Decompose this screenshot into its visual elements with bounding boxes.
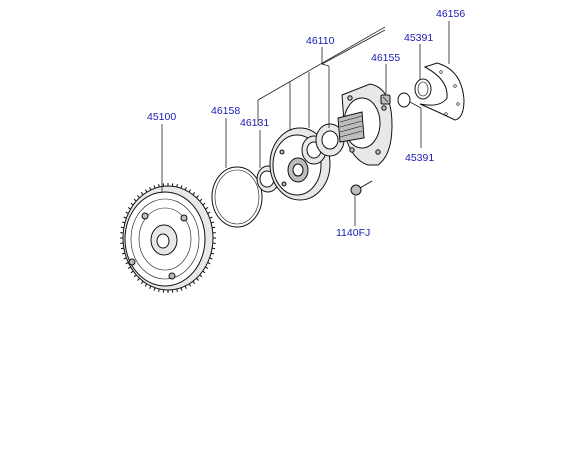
gear-tooth bbox=[123, 216, 127, 219]
gear-tooth bbox=[176, 288, 178, 293]
gear-tooth bbox=[149, 187, 152, 191]
label-1140FJ[interactable]: 1140FJ bbox=[336, 227, 370, 239]
gear-tooth bbox=[125, 211, 129, 214]
gear-tooth bbox=[199, 274, 203, 278]
gear-tooth bbox=[207, 262, 211, 265]
gear-tooth bbox=[192, 192, 196, 196]
label-45100[interactable]: 45100 bbox=[147, 111, 176, 123]
gear-tooth bbox=[210, 252, 215, 255]
gear-tooth bbox=[130, 270, 134, 274]
gear-tooth bbox=[196, 195, 199, 199]
gear-tooth bbox=[210, 221, 215, 224]
gear-tooth bbox=[125, 262, 129, 265]
gear-tooth bbox=[158, 288, 160, 293]
gasket-46156[interactable] bbox=[419, 62, 465, 121]
gear-tooth bbox=[121, 221, 126, 224]
gear-tooth bbox=[133, 198, 137, 202]
gear-tooth bbox=[144, 189, 148, 193]
pump-cover[interactable] bbox=[337, 83, 393, 166]
gear-tooth bbox=[207, 211, 211, 214]
gear-tooth bbox=[133, 274, 137, 278]
label-46155[interactable]: 46155 bbox=[371, 52, 400, 64]
o-ring-46158[interactable] bbox=[211, 166, 263, 228]
gear-tooth bbox=[123, 257, 127, 260]
gear-tooth bbox=[212, 226, 216, 229]
gear-tooth bbox=[144, 283, 148, 287]
torque-converter-45100[interactable] bbox=[120, 183, 216, 293]
leader-lines bbox=[161, 21, 450, 226]
gear-tooth bbox=[199, 198, 203, 202]
label-46131[interactable]: 46131 bbox=[240, 117, 269, 129]
gear-tooth bbox=[127, 206, 131, 210]
gear-tooth bbox=[127, 266, 131, 270]
gear-tooth bbox=[137, 195, 140, 199]
o-ring-45391-small[interactable] bbox=[397, 92, 411, 108]
ring-gear-teeth bbox=[120, 183, 216, 293]
gear-tooth bbox=[188, 283, 192, 287]
gear-tooth bbox=[120, 226, 124, 229]
gear-tooth bbox=[184, 187, 187, 191]
o-ring-45391-large[interactable] bbox=[414, 78, 432, 100]
gear-tooth bbox=[176, 183, 178, 188]
gear-tooth bbox=[188, 189, 192, 193]
gear-tooth bbox=[130, 202, 134, 206]
gear-tooth bbox=[180, 287, 183, 291]
plug-46155[interactable] bbox=[380, 94, 391, 105]
gear-tooth bbox=[153, 287, 156, 291]
gear-tooth bbox=[180, 185, 183, 189]
gear-tooth bbox=[121, 252, 126, 255]
gear-tooth bbox=[205, 266, 209, 270]
label-46156[interactable]: 46156 bbox=[436, 8, 465, 20]
gear-tooth bbox=[196, 277, 199, 281]
gear-tooth bbox=[209, 257, 213, 260]
part-labels: 45100 46158 46131 46110 46155 45391 4539… bbox=[147, 8, 465, 239]
label-45391-bottom[interactable]: 45391 bbox=[405, 152, 434, 164]
bolt-1140FJ[interactable] bbox=[350, 180, 373, 196]
gear-tooth bbox=[184, 285, 187, 289]
gear-tooth bbox=[140, 280, 144, 284]
label-46158[interactable]: 46158 bbox=[211, 105, 240, 117]
gear-tooth bbox=[209, 216, 213, 219]
gear-tooth bbox=[205, 206, 209, 210]
gear-tooth bbox=[158, 183, 160, 188]
gear-tooth bbox=[212, 247, 216, 250]
label-46110[interactable]: 46110 bbox=[306, 35, 335, 47]
label-45391-top[interactable]: 45391 bbox=[404, 32, 433, 44]
gear-tooth bbox=[137, 277, 140, 281]
pump-gears[interactable] bbox=[301, 123, 345, 165]
gear-tooth bbox=[149, 285, 152, 289]
gear-tooth bbox=[192, 280, 196, 284]
gear-tooth bbox=[120, 247, 124, 250]
gear-tooth bbox=[202, 202, 206, 206]
gear-tooth bbox=[140, 192, 144, 196]
gear-tooth bbox=[153, 185, 156, 189]
gear-tooth bbox=[202, 270, 206, 274]
